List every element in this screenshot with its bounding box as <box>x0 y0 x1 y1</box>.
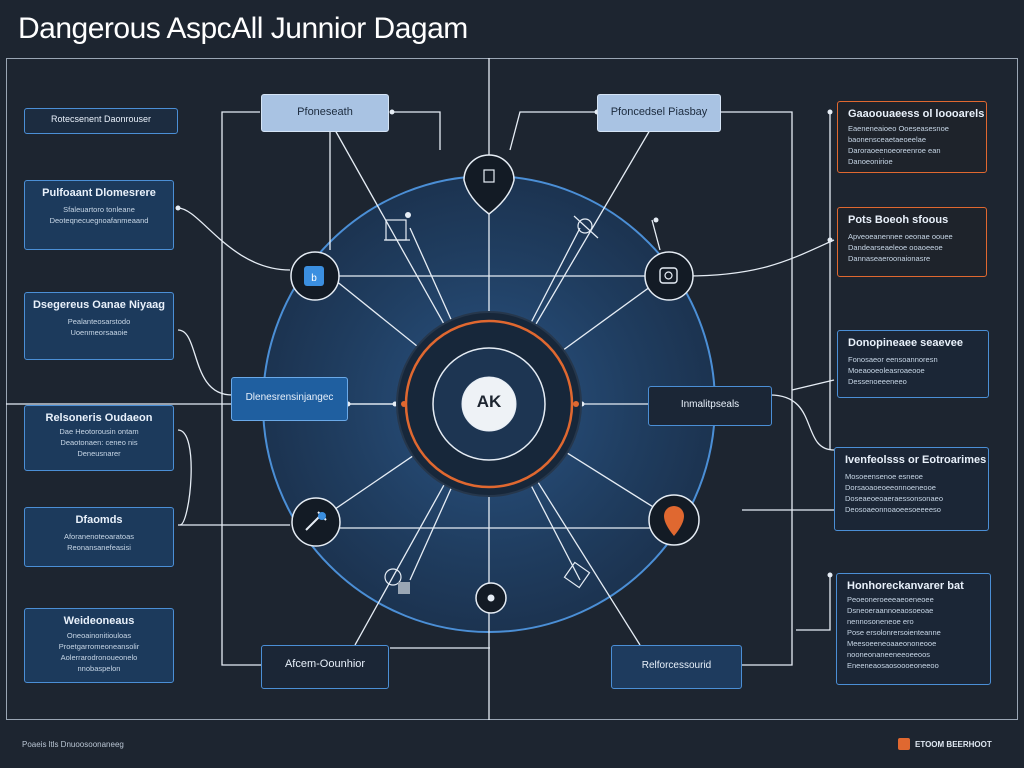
footer-left-text: Poaeis ltls Dnuoosoonaneeg <box>22 740 124 749</box>
right-box-4[interactable]: Ivenfeolsss or Eotroarimes Mosoeensenoe … <box>834 447 989 531</box>
app-icon[interactable]: b <box>290 251 340 301</box>
circle-node-icon[interactable] <box>475 582 507 614</box>
footer-right-text: ETOOM BEERHOOT <box>915 740 992 749</box>
right-box-5[interactable]: Honhoreckanvarer bat Peoeoneroeeeaeoeneo… <box>836 573 991 685</box>
center-core <box>461 376 517 432</box>
hand-icon <box>563 561 591 589</box>
right-box-3[interactable]: Donopineaee seaevee Fonosaeor eensoannor… <box>837 330 989 398</box>
gear-icon <box>573 215 599 239</box>
bottom-node-left[interactable]: Afcem-Oounhior <box>261 645 389 689</box>
side-node-left[interactable]: Dlenesrensinjangec <box>231 377 348 421</box>
left-box-5[interactable]: Dfaomds Aforanenoteoaratoas Reonansanefe… <box>24 507 174 567</box>
location-pin-icon[interactable] <box>648 494 700 546</box>
right-box-2[interactable]: Pots Boeoh sfoous Apveoeanennee oeonae o… <box>837 207 987 277</box>
right-box-1[interactable]: Gaaoouaeess ol loooarels Eaeneneaioeo Oo… <box>837 101 987 173</box>
document-icon[interactable] <box>463 154 515 215</box>
center-label: AK <box>476 392 502 411</box>
diagram-title: Dangerous AspcAll Junnior Dagam <box>18 12 468 45</box>
footer-logo-icon <box>898 738 910 750</box>
camera-icon[interactable] <box>644 251 694 301</box>
left-box-2[interactable]: Pulfoaant Dlomesrere Sfaleuartoro tonlea… <box>24 180 174 250</box>
top-node-left[interactable]: Pfoneseath <box>261 94 389 132</box>
monitor-icon <box>384 212 411 241</box>
left-box-1[interactable]: Rotecsenent Daonrouser <box>24 108 178 134</box>
left-box-3[interactable]: Dsegereus Oanae Niyaag Pealanteosarstodo… <box>24 292 174 360</box>
tools-icon[interactable] <box>291 497 341 547</box>
diagram-frame <box>6 58 1018 720</box>
top-node-right[interactable]: Pfoncedsel Piasbay <box>597 94 721 132</box>
puzzle-icon <box>384 568 410 594</box>
bottom-node-right[interactable]: Relforcessourid <box>611 645 742 689</box>
left-box-4[interactable]: Relsoneris Oudaeon Dae Heotorousin ontam… <box>24 405 174 471</box>
side-node-right[interactable]: Inmalitpseals <box>648 386 772 426</box>
left-box-6[interactable]: Weideoneaus Oneoainonitiouloas Proetgarr… <box>24 608 174 683</box>
svg-text:b: b <box>311 273 317 284</box>
